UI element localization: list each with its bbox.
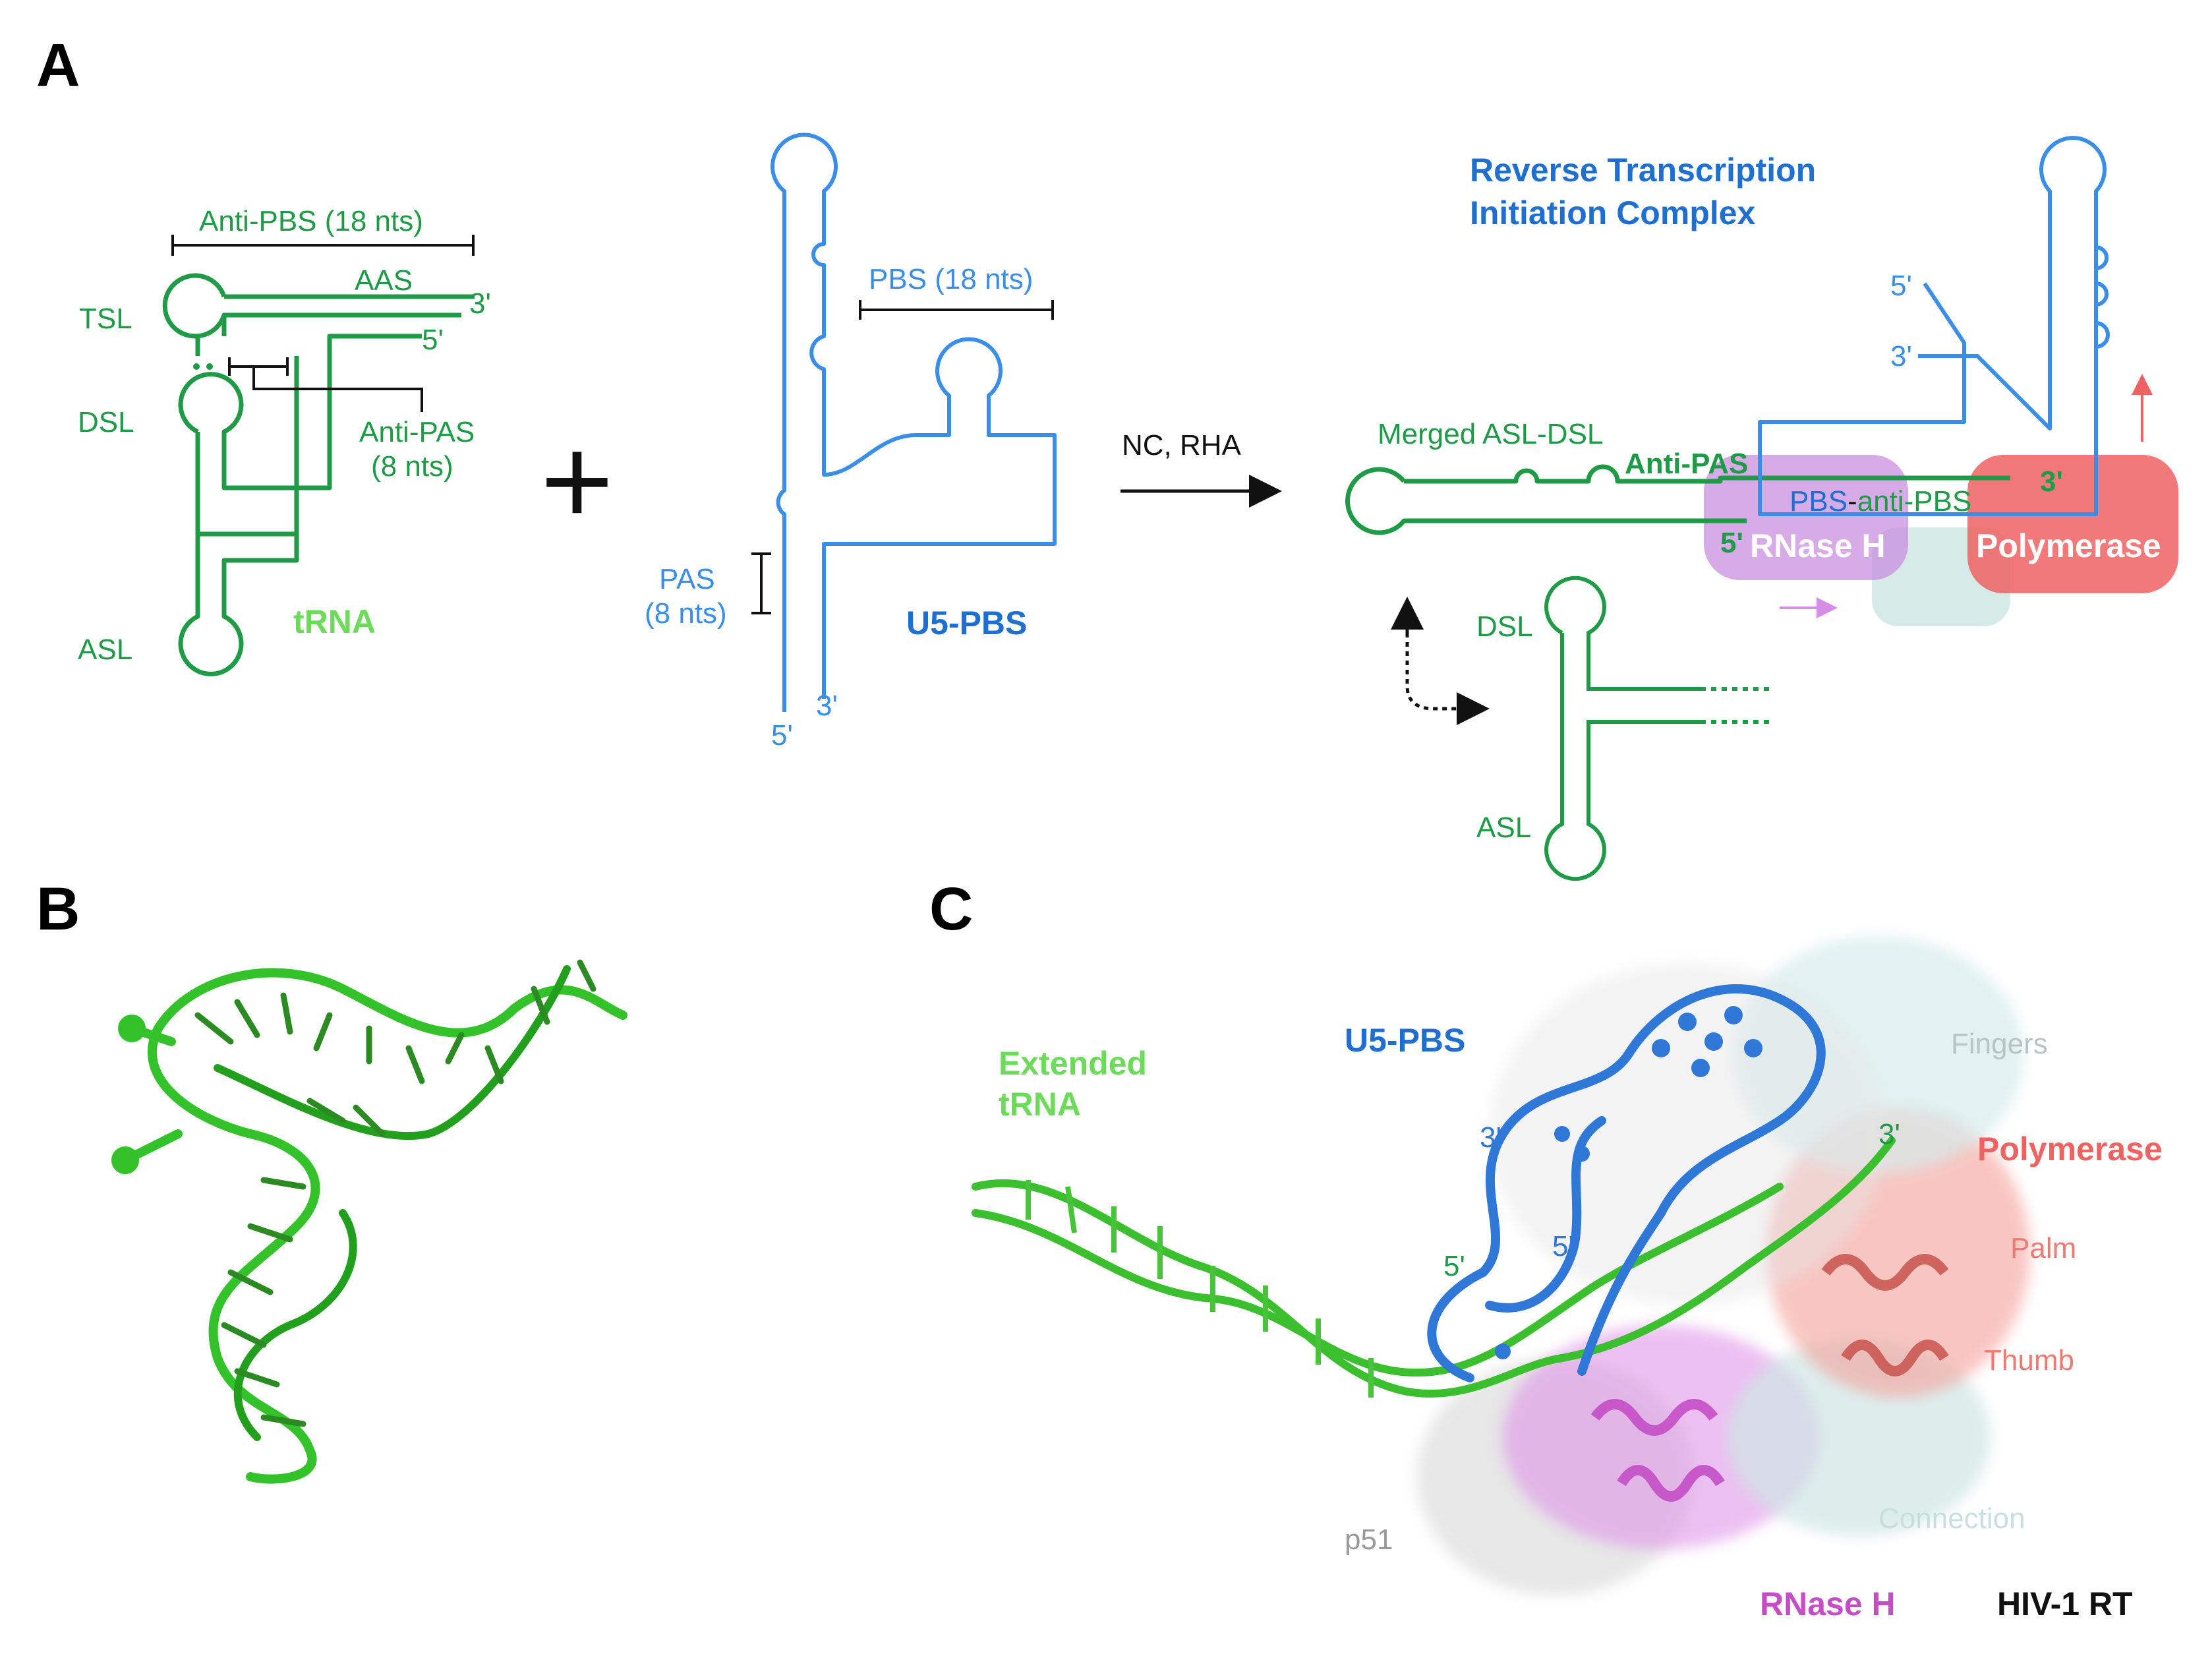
complex-title-2: Initiation Complex bbox=[1470, 194, 1756, 231]
rt-3d-structure bbox=[972, 936, 2030, 1595]
fingers-label: Fingers bbox=[1951, 1028, 2048, 1060]
released-dsl-label: DSL bbox=[1476, 610, 1533, 643]
p51-label: p51 bbox=[1345, 1523, 1393, 1556]
c-five-prime-green: 5' bbox=[1443, 1250, 1465, 1282]
trna-name: tRNA bbox=[293, 603, 376, 640]
trna-schematic bbox=[162, 273, 475, 676]
pas-nts: (8 nts) bbox=[645, 597, 727, 630]
pbs-bracket bbox=[859, 300, 1054, 320]
dsl-label: DSL bbox=[78, 406, 134, 438]
c-three-prime-blue: 3' bbox=[1480, 1121, 1501, 1154]
u5pbs-three-prime: 3' bbox=[816, 690, 838, 722]
pas-bracket bbox=[751, 552, 771, 614]
c-five-prime-blue: 5' bbox=[1552, 1230, 1574, 1262]
polymerase-label: Polymerase bbox=[1976, 527, 2161, 564]
rnase-h-3d-label: RNase H bbox=[1760, 1585, 1896, 1622]
anti-pas-nts: (8 nts) bbox=[371, 450, 453, 483]
released-asl-label: ASL bbox=[1476, 812, 1531, 844]
polymerase-3d-label: Polymerase bbox=[1977, 1131, 2163, 1168]
tsl-label: TSL bbox=[79, 303, 132, 335]
trna-3d-structure bbox=[111, 959, 627, 1484]
trna-three-prime: 3' bbox=[469, 287, 491, 320]
complex-anti-pas-label: Anti-PAS bbox=[1625, 448, 1748, 480]
anti-pbs-label: Anti-PBS (18 nts) bbox=[199, 205, 423, 237]
u5pbs-name: U5-PBS bbox=[906, 605, 1027, 641]
complex-five-prime-green: 5' bbox=[1720, 527, 1743, 559]
anti-pas-bracket bbox=[228, 357, 423, 412]
rt-enzyme-blobs bbox=[1704, 455, 2178, 626]
u5pbs-3d-label: U5-PBS bbox=[1345, 1022, 1465, 1059]
pas-label: PAS bbox=[659, 563, 715, 595]
complex-five-prime-blue: 5' bbox=[1890, 270, 1912, 302]
complex-three-prime-blue: 3' bbox=[1890, 340, 1912, 372]
dotted-release-arrow bbox=[1405, 633, 1490, 725]
panel-b-label: B bbox=[36, 875, 80, 943]
complex-three-prime-green: 3' bbox=[2040, 465, 2063, 498]
trna-five-prime: 5' bbox=[422, 324, 444, 356]
hiv-rt-label: HIV-1 RT bbox=[1997, 1585, 2133, 1622]
u5pbs-schematic bbox=[771, 133, 1057, 712]
panel-c-label: C bbox=[929, 875, 973, 943]
palm-label: Palm bbox=[2010, 1232, 2076, 1264]
anti-pas-label: Anti-PAS bbox=[359, 416, 475, 448]
merged-asl-dsl-label: Merged ASL-DSL bbox=[1378, 418, 1603, 450]
extended-trna-label-2: tRNA bbox=[999, 1086, 1081, 1123]
base-pair-marks bbox=[193, 363, 213, 370]
plus-sign: + bbox=[540, 411, 614, 551]
released-fragment bbox=[1544, 576, 1773, 881]
asl-label: ASL bbox=[78, 634, 132, 666]
extended-trna-label-1: Extended bbox=[999, 1045, 1147, 1082]
complex-trna bbox=[1345, 464, 2010, 535]
thumb-label: Thumb bbox=[1984, 1344, 2074, 1376]
panel-a-label: A bbox=[36, 32, 80, 99]
rnase-h-label: RNase H bbox=[1750, 527, 1886, 564]
complex-u5pbs bbox=[1758, 136, 2110, 516]
anti-pbs-bracket bbox=[171, 235, 475, 256]
connection-label: Connection bbox=[1878, 1502, 2025, 1535]
pbs-anti-pbs-label: PBS-anti-PBS bbox=[1790, 485, 1971, 518]
aas-label: AAS bbox=[355, 264, 413, 297]
pbs-label: PBS (18 nts) bbox=[869, 263, 1033, 295]
c-three-prime-green: 3' bbox=[1878, 1118, 1900, 1150]
reaction-label: NC, RHA bbox=[1122, 429, 1242, 461]
complex-title-1: Reverse Transcription bbox=[1470, 152, 1816, 189]
u5pbs-five-prime: 5' bbox=[771, 719, 793, 752]
